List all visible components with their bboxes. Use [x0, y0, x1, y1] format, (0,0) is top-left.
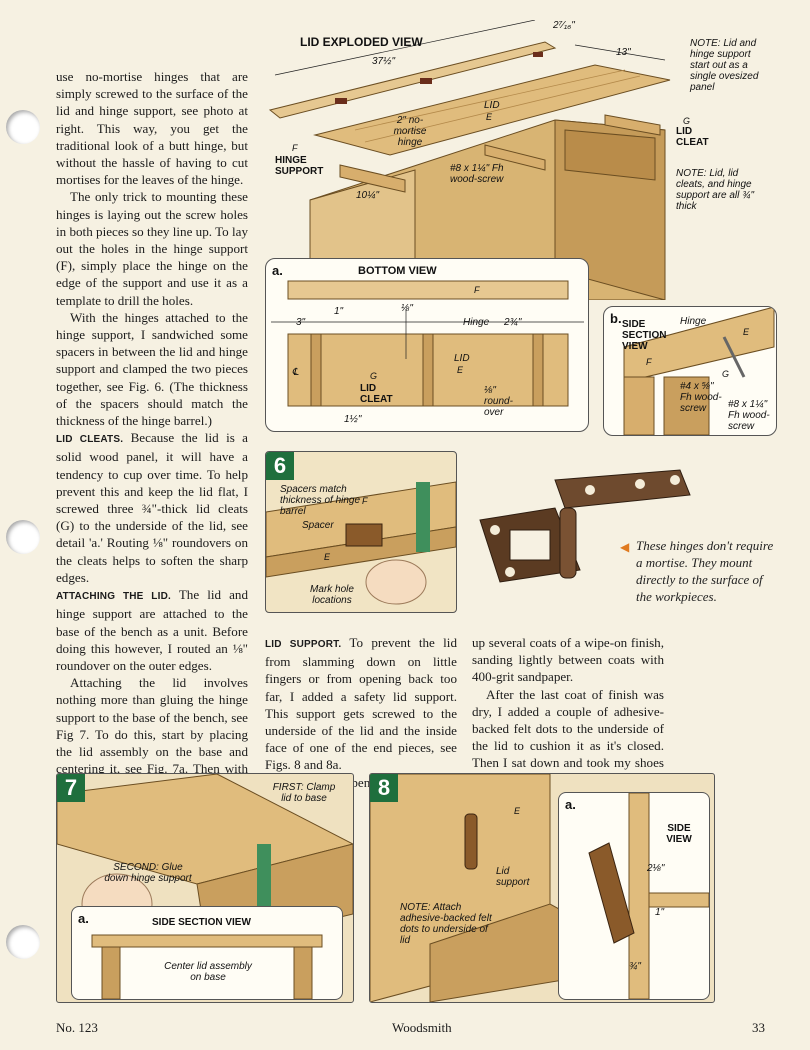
fig6-f-letter: F	[362, 496, 368, 506]
figure-7-number: 7	[57, 774, 85, 802]
bottom-dim-112: 1½"	[344, 414, 362, 425]
paragraph: Because the lid is a solid wood panel, i…	[56, 430, 248, 585]
fig7-detail-badge: a.	[78, 911, 89, 926]
lid-exploded-view-drawing	[268, 20, 671, 300]
bottom-centerline: ℄	[292, 367, 299, 378]
right-text-column: up several coats of a wipe-on finish, sa…	[472, 634, 664, 791]
screw-label: #8 x 1¼" Fh wood-screw	[450, 163, 504, 185]
fig6-spacer-label: Spacer	[302, 520, 334, 531]
bottom-view-badge: a.	[272, 263, 283, 278]
fig7-second-label: SECOND: Glue down hinge support	[104, 862, 192, 884]
bottom-dim-3: 3"	[296, 317, 306, 328]
figure-6-number: 6	[266, 452, 294, 480]
hinge-support-label: HINGE SUPPORT	[275, 155, 324, 177]
bottom-lid-letter: E	[457, 365, 464, 375]
middle-text-column: LID SUPPORT. To prevent the lid from sla…	[265, 634, 457, 791]
side-section-panel: b. SIDE SECTION VIEW Hinge E F G #4 x ⅝"…	[603, 306, 777, 436]
fig7-detail-title: SIDE SECTION VIEW	[152, 917, 251, 928]
figure-6-panel: 6 Spacers match thickness of hinge barre…	[265, 451, 457, 613]
fig8-dim-218: 2⅛"	[647, 863, 665, 874]
paragraph: The lid and hinge support are attached t…	[56, 587, 248, 673]
fig8-dim-1: 1"	[655, 907, 665, 918]
figure-8-drawing	[370, 774, 662, 1002]
lid-label: LID	[484, 100, 500, 111]
exploded-view-title: LID EXPLODED VIEW	[300, 35, 423, 49]
figure-6-drawing	[266, 481, 456, 605]
bottom-view-title: BOTTOM VIEW	[358, 265, 437, 277]
dim-top: 2⁷⁄₁₆"	[553, 20, 575, 31]
fig8-note: NOTE: Attach adhesive-backed felt dots t…	[400, 902, 492, 946]
note-thickness: NOTE: Lid, lid cleats, and hinge support…	[676, 168, 755, 212]
left-text-column: use no-mortise hinges that are simply sc…	[56, 68, 248, 846]
bottom-roundover: ⅛" round-over	[484, 385, 513, 418]
side-section-badge: b.	[610, 311, 622, 326]
bottom-cleat-letter: G	[370, 371, 378, 381]
fig8-detail-title: SIDE VIEW	[666, 823, 692, 845]
runin-heading: LID SUPPORT.	[265, 639, 342, 650]
fig7-detail-panel: a. SIDE SECTION VIEW Center lid assembly…	[71, 906, 343, 1000]
hinge-label: 2" no-mortise hinge	[393, 115, 427, 148]
photo-caption: These hinges don't require a mortise. Th…	[636, 538, 774, 604]
binder-hole-bottom	[6, 925, 40, 959]
side-hinge-label: Hinge	[680, 316, 707, 327]
figure-8-panel: 8 E Lid support NOTE: Attach adhesive-ba…	[369, 773, 715, 1003]
fig7-detail-drawing	[91, 934, 323, 999]
runin-heading: ATTACHING THE LID.	[56, 591, 171, 603]
cleat-letter: G	[683, 116, 691, 126]
fig7-center-label: Center lid assembly on base	[164, 961, 252, 983]
figure-7-panel: 7 FIRST: Clamp lid to base SECOND: Glue …	[56, 773, 354, 1003]
cleat-label: LID CLEAT	[676, 126, 709, 148]
fig6-mark-label: Mark hole locations	[310, 584, 354, 606]
side-f-letter: F	[646, 357, 652, 367]
hinge-support-letter: F	[292, 143, 298, 153]
paragraph: up several coats of a wipe-on finish, sa…	[472, 635, 664, 685]
fig8-detail-badge: a.	[565, 797, 576, 812]
side-section-drawing	[623, 307, 775, 435]
binder-hole-top	[6, 110, 40, 144]
note-oversized-panel: NOTE: Lid and hinge support start out as…	[690, 38, 759, 93]
figure-8-number: 8	[370, 774, 398, 802]
fig8-detail-panel: a. SIDE VIEW 2⅛" 1" ¾"	[558, 792, 710, 1000]
fig8-dim-34: ¾"	[629, 961, 641, 972]
bottom-cleat-label: LID CLEAT	[360, 383, 393, 405]
side-g-letter: G	[722, 369, 730, 379]
side-e-letter: E	[743, 327, 750, 337]
dim-width: 13"	[616, 47, 631, 58]
bottom-dim-1: 1"	[334, 306, 344, 317]
runin-heading: LID CLEATS.	[56, 434, 124, 446]
lid-letter: E	[486, 112, 493, 122]
footer-issue: No. 123	[56, 1020, 98, 1035]
bottom-dim-234: 2¾"	[504, 317, 522, 328]
fig8-detail-drawing	[588, 793, 709, 999]
side-section-title: SIDE SECTION VIEW	[622, 319, 667, 352]
fig7-first-label: FIRST: Clamp lid to base	[272, 782, 336, 804]
dim-cleat: 10¼"	[356, 190, 380, 201]
paragraph: The only trick to mounting these hinges …	[56, 189, 248, 308]
paragraph: After the last coat of finish was dry, I…	[472, 686, 664, 788]
fig8-support-label: Lid support	[496, 866, 530, 888]
bottom-view-drawing	[271, 280, 584, 407]
caption-arrow-icon: ◀	[620, 540, 630, 554]
bottom-lid-label: LID	[454, 353, 470, 364]
fig8-e-letter: E	[514, 806, 521, 816]
dim-length: 37½"	[372, 56, 396, 67]
footer-page-number: 33	[752, 1020, 765, 1035]
footer-magazine: Woodsmith	[392, 1020, 452, 1035]
bottom-view-panel: a. BOTTOM VIEW F 1" 3" ⅛" Hinge 2¾" LID …	[265, 258, 589, 432]
bottom-hinge-label: Hinge	[463, 317, 490, 328]
fig6-e-letter: E	[324, 552, 331, 562]
side-screw-small: #4 x ⅝" Fh wood-screw	[680, 381, 722, 414]
side-screw-large: #8 x 1¼" Fh wood-screw	[728, 399, 770, 432]
hinge-photo	[479, 469, 691, 583]
fig6-spacers-label: Spacers match thickness of hinge barrel	[280, 484, 361, 517]
paragraph: use no-mortise hinges that are simply sc…	[56, 69, 248, 188]
paragraph: To prevent the lid from slamming down on…	[265, 635, 457, 773]
binder-hole-middle	[6, 520, 40, 554]
bottom-f-letter: F	[474, 285, 480, 295]
bottom-dim-eighth: ⅛"	[401, 303, 413, 314]
paragraph: With the hinges attached to the hinge su…	[56, 309, 248, 429]
